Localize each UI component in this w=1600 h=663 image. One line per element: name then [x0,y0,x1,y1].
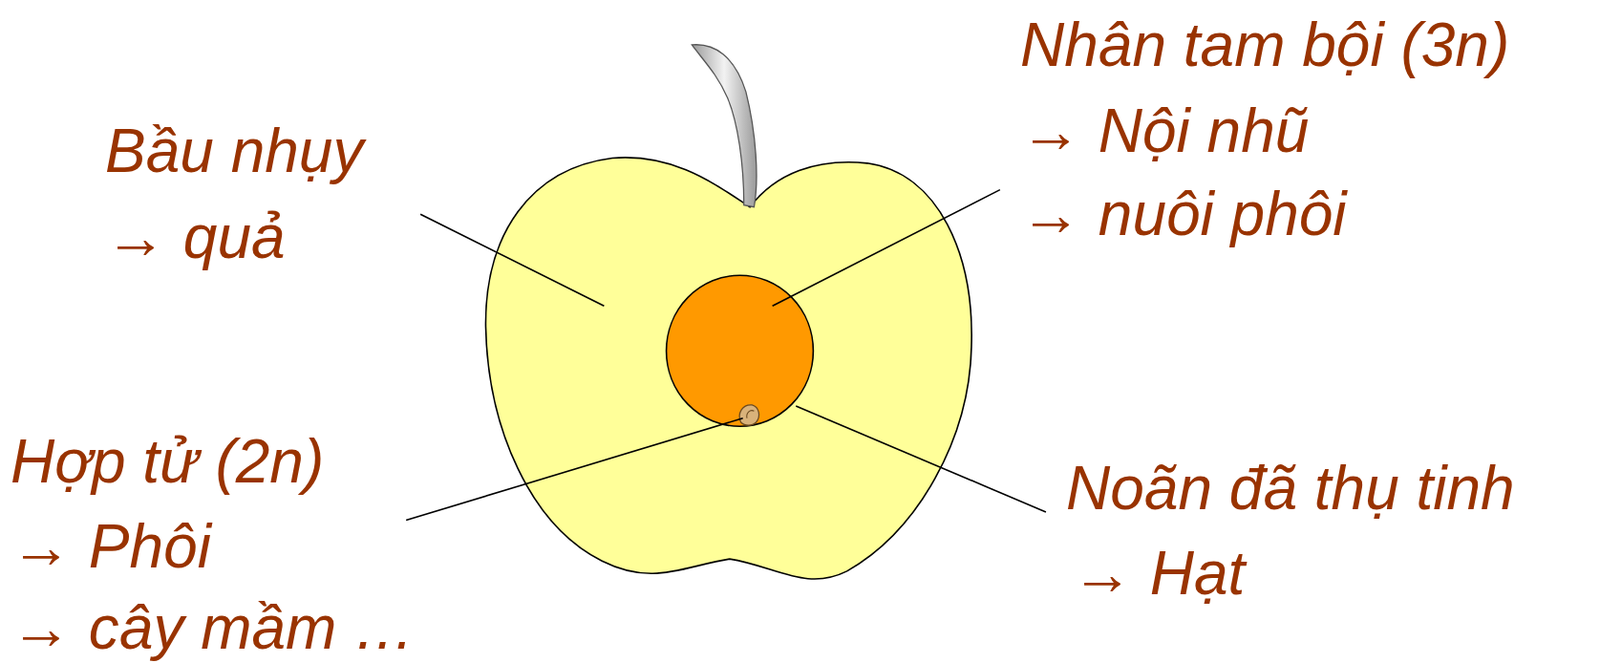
part-label: Nhân tam bội (3n) [1020,14,1510,76]
part-label: → Phôi [10,515,212,577]
leader-line [772,190,1001,307]
part-label: → quả [105,206,286,268]
part-label: → nuôi phôi [1020,183,1347,245]
apple-fruit [485,157,972,579]
part-label: Noãn đã thụ tinh [1066,457,1515,519]
part-label: Bầu nhụy [105,120,363,182]
apple-stem [691,44,757,208]
seed-ovule [666,275,814,427]
leader-line [405,418,744,521]
part-label: → cây mầm … [10,597,415,659]
leader-line [420,213,604,306]
leader-line [795,405,1046,512]
part-label: Hợp tử (2n) [10,430,324,492]
part-label: → Nội nhũ [1020,100,1309,162]
embryo-symbol [739,405,759,426]
embryo-detail [746,410,755,419]
part-label: → Hạt [1071,542,1245,604]
